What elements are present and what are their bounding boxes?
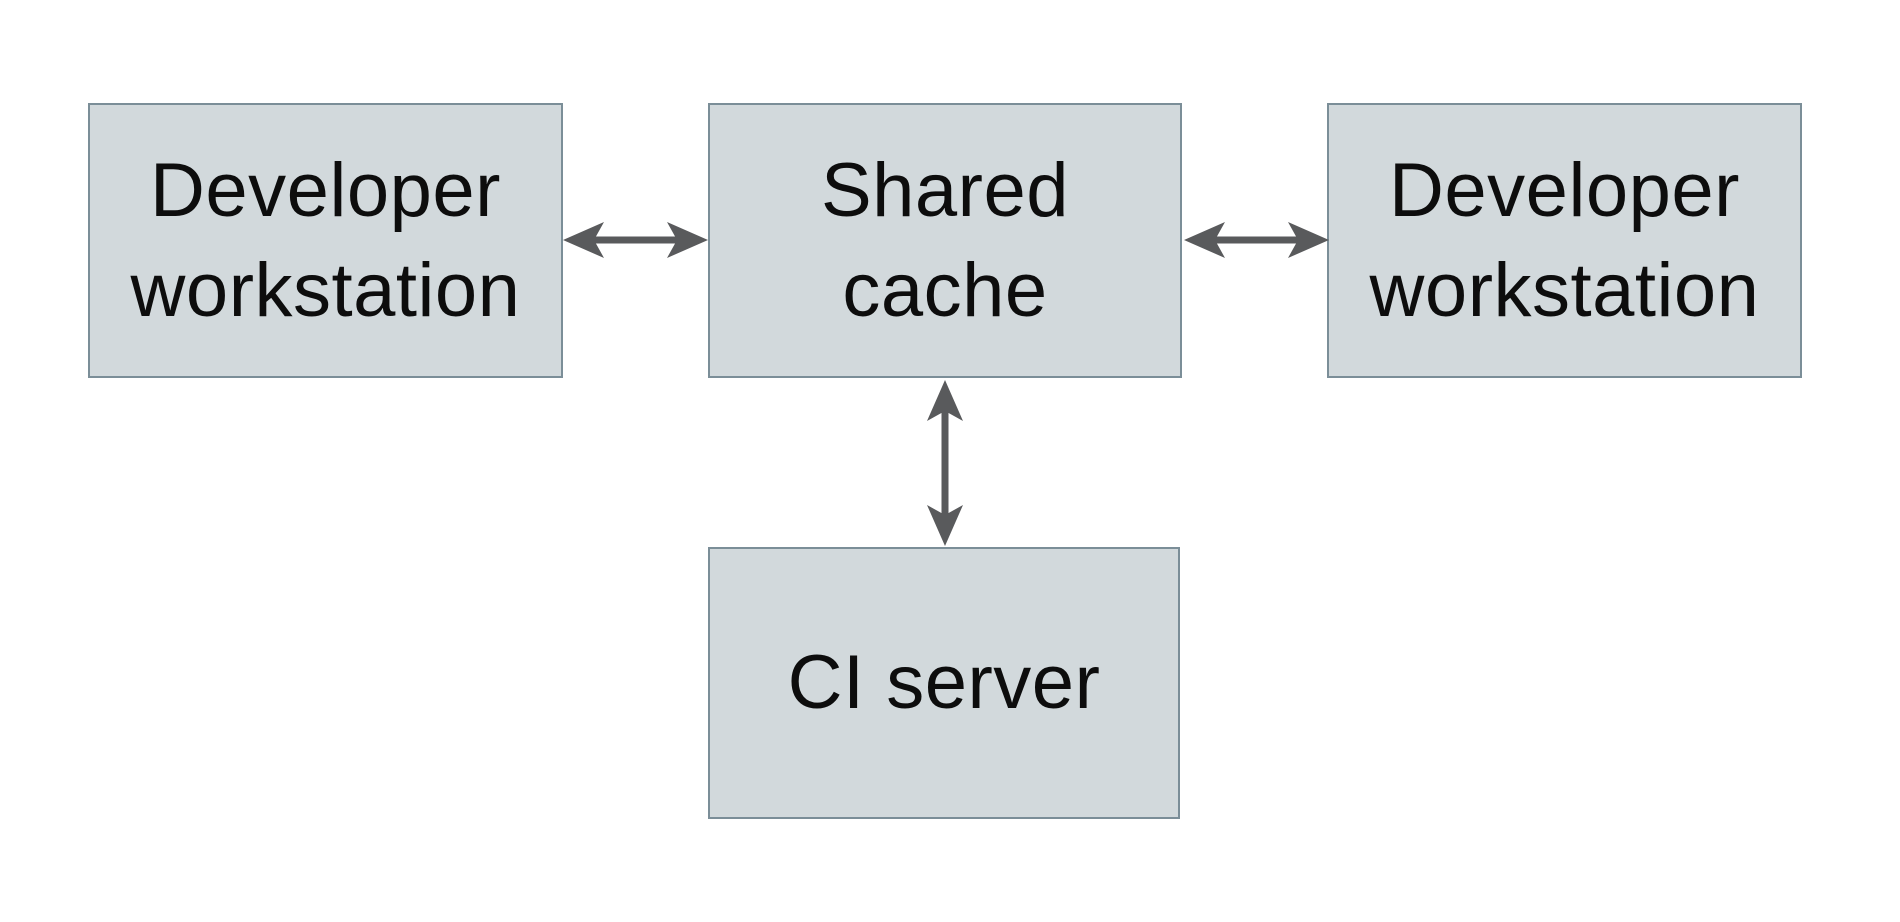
node-label-line: Developer — [1389, 147, 1740, 233]
bidirectional-arrow-right-icon — [1183, 220, 1330, 260]
node-label-line: workstation — [130, 247, 521, 333]
node-shared-cache: Shared cache — [708, 103, 1182, 378]
node-developer-workstation-right: Developer workstation — [1327, 103, 1802, 378]
bidirectional-arrow-left-icon — [562, 220, 709, 260]
node-label-line: workstation — [1369, 247, 1760, 333]
node-label-line: Shared — [820, 147, 1070, 233]
node-label-line: cache — [842, 247, 1048, 333]
node-label-line: Developer — [150, 147, 501, 233]
bidirectional-arrow-vertical-icon — [925, 379, 965, 547]
node-label-line: CI server — [787, 640, 1101, 725]
node-developer-workstation-left: Developer workstation — [88, 103, 563, 378]
node-ci-server: CI server — [708, 547, 1180, 819]
